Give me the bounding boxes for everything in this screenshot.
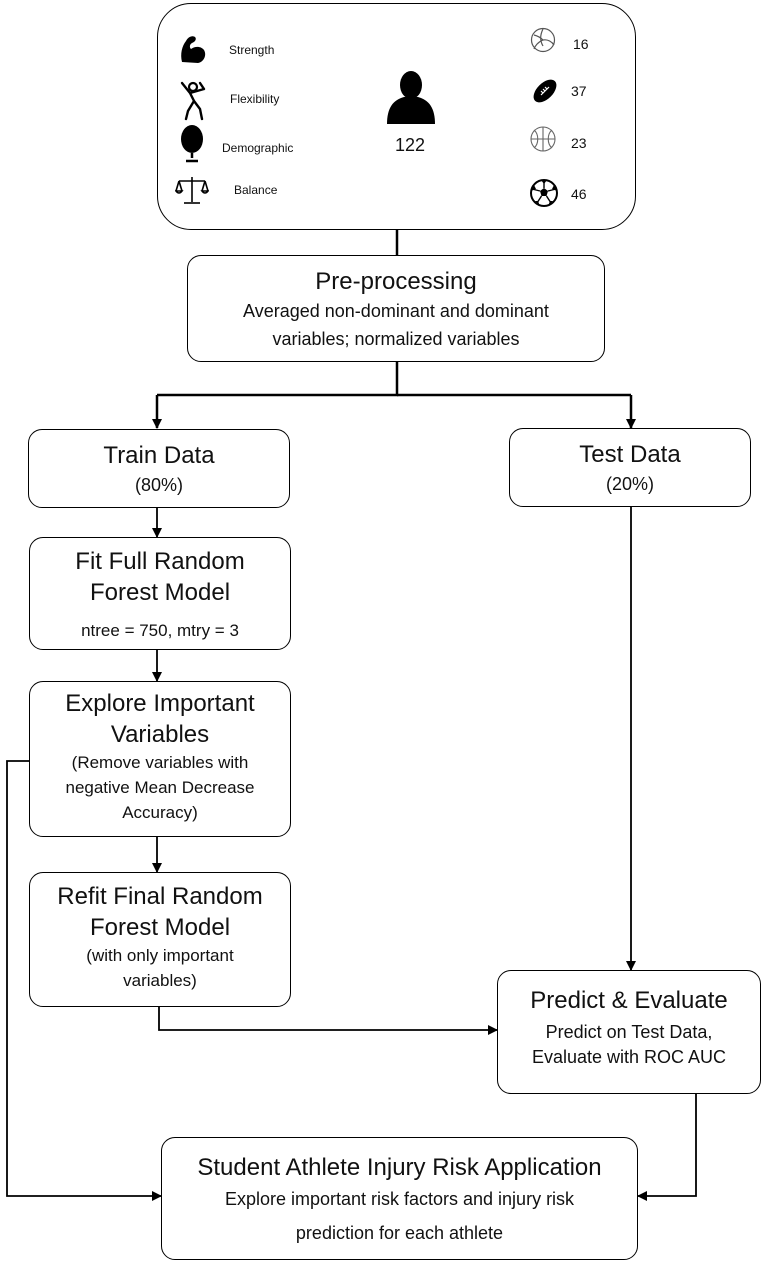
factor-label-strength: Strength xyxy=(229,43,275,57)
preprocessing-split-line xyxy=(157,362,399,397)
fit-model-line-2: Forest Model xyxy=(89,579,231,606)
test-data-title: Test Data xyxy=(579,441,681,468)
test-data-box: Test Data (20%) xyxy=(509,428,751,507)
refit-note-1: (with only important xyxy=(86,946,234,965)
test-data-percent: (20%) xyxy=(605,474,654,494)
total-athletes-count: 122 xyxy=(395,135,426,155)
globe-icon xyxy=(181,125,203,163)
explore-line-2: Variables xyxy=(110,721,210,748)
fit-model-line-1: Fit Full Random xyxy=(75,548,245,575)
predict-evaluate-box: Predict & Evaluate Predict on Test Data,… xyxy=(497,970,761,1094)
factor-label-balance: Balance xyxy=(234,183,278,197)
basketball-icon xyxy=(530,126,556,152)
application-line-2: prediction for each athlete xyxy=(295,1223,504,1243)
preprocessing-box: Pre-processing Averaged non-dominant and… xyxy=(187,255,605,362)
factor-label-flexibility: Flexibility xyxy=(230,92,280,106)
predict-line-1: Predict on Test Data, xyxy=(545,1022,713,1042)
arrow-explore-to-app xyxy=(6,760,162,1201)
refit-line-1: Refit Final Random xyxy=(57,883,263,910)
preprocessing-line-1: Averaged non-dominant and dominant xyxy=(243,301,549,321)
balance-scale-icon xyxy=(175,177,209,204)
train-data-box: Train Data (80%) xyxy=(28,429,290,508)
fit-full-model-box: Fit Full Random Forest Model ntree = 750… xyxy=(29,537,291,650)
person-silhouette-icon xyxy=(387,71,435,124)
football-icon xyxy=(533,79,557,103)
explore-note-2: negative Mean Decrease xyxy=(65,778,255,797)
refit-final-model-box: Refit Final Random Forest Model (with on… xyxy=(29,872,291,1007)
preprocessing-title: Pre-processing xyxy=(315,268,477,295)
volleyball-icon xyxy=(530,27,556,53)
train-data-title: Train Data xyxy=(103,442,215,469)
sport-count-football: 37 xyxy=(571,83,587,99)
refit-line-2: Forest Model xyxy=(89,914,231,941)
preprocessing-line-2: variables; normalized variables xyxy=(272,329,520,349)
sport-count-soccer: 46 xyxy=(571,186,587,202)
factor-label-demographic: Demographic xyxy=(222,141,294,155)
application-title: Student Athlete Injury Risk Application xyxy=(197,1154,602,1181)
train-data-percent: (80%) xyxy=(134,475,183,495)
sport-count-basketball: 23 xyxy=(571,135,587,151)
predict-title: Predict & Evaluate xyxy=(530,987,728,1014)
stretching-person-icon xyxy=(180,81,206,121)
predict-line-2: Evaluate with ROC AUC xyxy=(531,1047,727,1067)
explore-line-1: Explore Important xyxy=(65,690,255,717)
sport-count-volleyball: 16 xyxy=(573,36,589,52)
explore-note-1: (Remove variables with xyxy=(71,753,249,772)
explore-variables-box: Explore Important Variables (Remove vari… xyxy=(29,681,291,837)
fit-model-params: ntree = 750, mtry = 3 xyxy=(81,621,239,640)
injury-risk-application-box: Student Athlete Injury Risk Application … xyxy=(161,1137,638,1260)
application-line-1: Explore important risk factors and injur… xyxy=(224,1189,575,1209)
arrow-refit-to-predict xyxy=(158,1007,498,1035)
arrow-predict-to-app xyxy=(637,1094,697,1201)
flexed-arm-icon xyxy=(181,36,206,63)
explore-note-3: Accuracy) xyxy=(122,803,198,822)
refit-note-2: variables) xyxy=(123,971,197,990)
soccer-ball-icon xyxy=(530,179,558,207)
